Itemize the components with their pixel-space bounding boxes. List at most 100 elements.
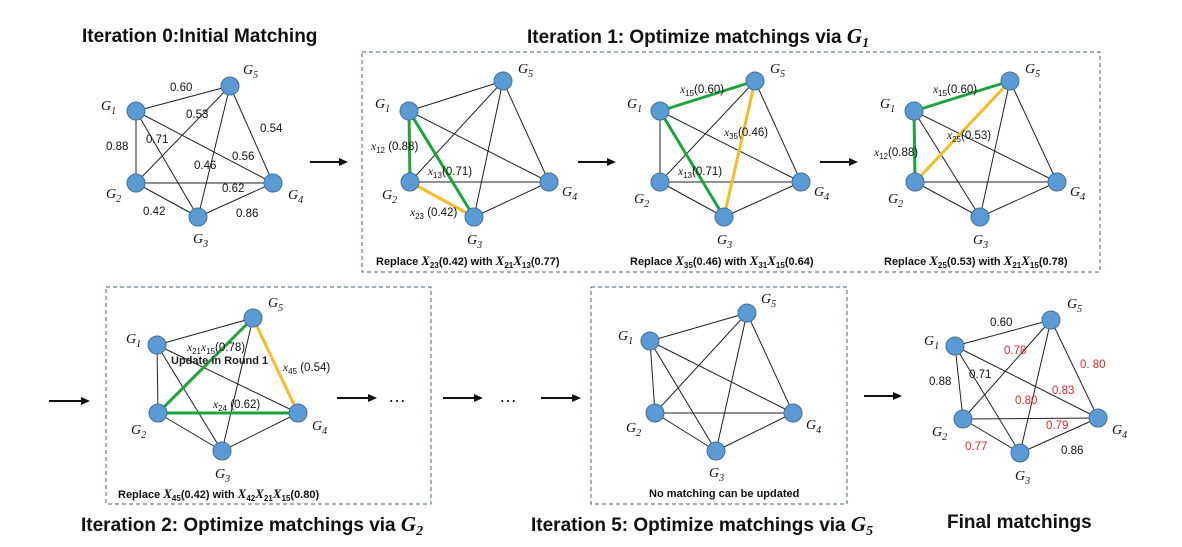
edge-label-x12: x12 (0.88) (370, 141, 418, 155)
node-g1 (147, 335, 167, 355)
edge-label-x15: x15(0.60) (932, 84, 977, 98)
edge-g5-g3 (221, 317, 254, 452)
edge-g5-g4 (502, 80, 550, 183)
node-g4 (1047, 172, 1067, 192)
edge-g1-g5-green (659, 79, 756, 113)
title-iteration-5-text: Iteration 5: Optimize matchings via (531, 515, 851, 536)
edge-g3-g4 (221, 412, 299, 452)
node-g3 (464, 207, 484, 227)
graph-iteration-1c: G1 G5 G2 G4 G3 x15(0.60) x25(0.53) x12(0… (873, 62, 1085, 270)
edge-g5-g3 (1019, 319, 1052, 454)
edge-g1-g3 (135, 110, 199, 218)
title-iteration-5: Iteration 5: Optimize matchings via G5 (531, 512, 873, 540)
edge-g5-g4 (229, 85, 274, 184)
label-g3: G3 (193, 232, 208, 250)
ellipsis-2: … (499, 386, 517, 406)
edge-label-g1-g4: 0.78 (1004, 345, 1026, 357)
caption-iteration-1a: Replace X23(0.42) with X21X13(0.77) (376, 253, 560, 270)
ellipsis-1: … (388, 386, 406, 406)
title-iteration-2: Iteration 2: Optimize matchings via G2 (81, 512, 423, 540)
arrowhead-into-2 (81, 397, 90, 405)
label-g4: G4 (814, 185, 829, 203)
edge-g1-g4 (659, 110, 802, 183)
edge-label-g2-g3: 0.77 (965, 441, 987, 453)
edge-label-g2-g5-b: 0.80 (1015, 395, 1037, 407)
node-g1 (945, 336, 965, 356)
edge-g2-g3-yellow (409, 180, 475, 219)
iteration-2-box (105, 286, 432, 505)
edge-label-x45: x45 (0.54) (282, 362, 330, 376)
edge-label-g2-g5: 0.83 (1052, 385, 1074, 397)
edge-label-g5-g4: 0. 80 (1080, 359, 1106, 371)
label-g1: G1 (924, 334, 939, 352)
edge-g1-g4 (408, 110, 550, 183)
label-g4: G4 (806, 418, 821, 436)
edge-g1-g4 (954, 345, 1099, 419)
node-g4 (263, 173, 283, 193)
edge-g1-g5 (135, 85, 231, 112)
edge-g5-g4 (1050, 319, 1099, 419)
graph-iteration-2: G1 G5 G2 G4 G3 x21x15(0.78) Update in Ro… (118, 296, 330, 503)
node-g4 (288, 403, 308, 423)
label-g1: G1 (101, 99, 116, 117)
edge-g2-g3 (157, 412, 223, 452)
node-g3 (970, 207, 990, 227)
node-g4 (1088, 408, 1108, 428)
node-g2 (126, 173, 146, 193)
edge-label-g1-g2: 0.88 (929, 376, 951, 388)
label-g1: G1 (627, 97, 642, 115)
node-g5 (220, 76, 240, 96)
edge-label-x13: x13(0.71) (427, 166, 472, 180)
edge-g1-g2 (649, 340, 656, 414)
edge-g1-g2 (954, 345, 964, 420)
label-g3: G3 (215, 467, 230, 485)
edge-label-g1-g5: 0.60 (170, 82, 192, 94)
edge-g1-g2-green (407, 110, 412, 183)
edge-g2-g5 (135, 85, 231, 184)
label-g3: G3 (1015, 469, 1030, 487)
node-g4 (539, 172, 559, 192)
caption-iteration-2: Replace X45(0.42) with X42X21X15(0.80) (118, 486, 319, 503)
edge-g2-g5 (654, 312, 748, 414)
edge-label-g2-g4: 0.79 (1046, 420, 1068, 432)
title-iteration-5-symbol: G (850, 512, 867, 536)
label-g4: G4 (1070, 185, 1085, 203)
edge-label-x23: x23 (0.42) (409, 207, 457, 221)
iteration-5-box (590, 286, 848, 505)
label-g4: G4 (288, 188, 303, 206)
label-g2: G2 (888, 192, 903, 210)
node-g3 (706, 441, 726, 461)
edge-label-g1-g4: 0.53 (186, 109, 208, 121)
node-g3 (212, 441, 232, 461)
iteration-1-box (361, 51, 1101, 273)
edge-g3-g4 (1019, 417, 1099, 454)
label-g2: G2 (106, 187, 121, 205)
arrowhead-0-1 (339, 158, 348, 166)
edge-g2-g5 (409, 80, 504, 183)
edge-g1-g3-green (407, 110, 476, 218)
label-g1: G1 (375, 97, 390, 115)
node-g3 (714, 207, 734, 227)
edge-g1-g4 (649, 340, 794, 414)
edge-g5-g3 (715, 312, 748, 452)
edge-g5-g3 (197, 85, 231, 218)
node-g5 (1000, 71, 1020, 91)
node-g1 (640, 331, 660, 351)
edge-g3-g4 (473, 181, 550, 218)
edge-g3-g4 (723, 181, 802, 218)
edge-g1-g3 (156, 344, 223, 452)
node-g4 (783, 403, 803, 423)
edge-label-g2-g3: 0.62 (222, 183, 244, 195)
edge-label-g3-g4: 0.86 (1061, 445, 1083, 457)
title-iteration-2-symbol: G (400, 512, 417, 536)
edge-g1-g3 (954, 345, 1021, 454)
edge-g1-g4 (135, 110, 274, 184)
node-g3 (188, 207, 208, 227)
edge-label-g1-g5: 0.60 (990, 317, 1012, 329)
label-g5: G5 (268, 296, 283, 314)
graph-iteration-1b: G1 G5 G2 G4 G3 x15(0.60) x35(0.46) x13(0… (627, 62, 829, 270)
label-g3: G3 (973, 233, 988, 251)
edge-g2-g3 (914, 181, 981, 218)
edge-label-x13: x13(0.71) (677, 166, 722, 180)
label-g3: G3 (717, 233, 732, 251)
